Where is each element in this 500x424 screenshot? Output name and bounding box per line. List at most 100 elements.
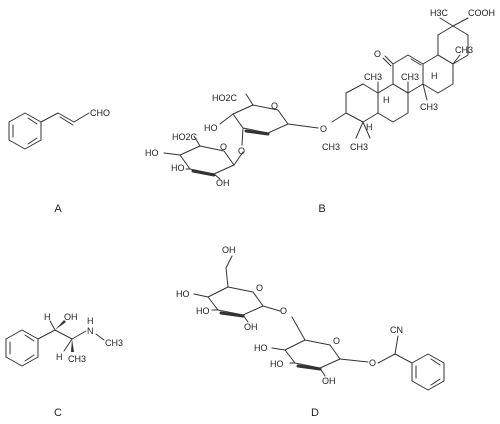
hydroxyl-bond xyxy=(271,347,286,351)
alkene-double-bond xyxy=(59,116,74,126)
chain-bond xyxy=(394,353,413,364)
ketone-bond xyxy=(384,55,394,65)
panel-label-d: D xyxy=(311,407,319,419)
nitrile-label: CN xyxy=(390,325,403,335)
aromatic-bond xyxy=(24,354,35,362)
carboxyl-bond xyxy=(245,93,254,106)
ether-oxygen-label: O xyxy=(320,124,327,134)
hydroxyl-bond xyxy=(219,113,234,125)
hydroxyl-label-3: HO xyxy=(171,163,185,173)
hydroxyl-label-2: HO xyxy=(145,148,159,158)
hydroxymethyl-bond xyxy=(225,255,233,269)
linking-oxygen-label: O xyxy=(280,306,287,316)
hydroxyl-bond xyxy=(193,293,209,298)
hydrogen-label-bottom: H xyxy=(56,352,63,362)
methyl-amine-bond xyxy=(95,333,105,341)
stereo-wedge xyxy=(71,339,74,352)
hydroxyl-label-6: OH xyxy=(322,376,336,386)
ring-oxygen-label-2: O xyxy=(333,336,340,346)
panel-a: CHO A xyxy=(8,108,110,215)
methyl-bond xyxy=(422,83,428,101)
interglycosidic-bond xyxy=(241,127,244,146)
ring-oxygen-label-1: O xyxy=(271,101,278,111)
panel-label-a: A xyxy=(54,203,62,215)
gem-methyl-label-1: CH3 xyxy=(322,142,340,152)
hydroxyl-label-5: HO xyxy=(270,359,284,369)
hydroxyl-bond xyxy=(163,152,181,156)
methylene-bond xyxy=(291,316,306,341)
ring-oxygen-label-2: O xyxy=(220,142,227,152)
alkene-bond xyxy=(57,112,75,123)
benzene-ring-c xyxy=(5,329,39,367)
aromatic-bond xyxy=(430,358,441,366)
amine-bond xyxy=(71,330,87,340)
alkene-double-bond xyxy=(410,58,422,66)
chain-bond xyxy=(377,353,396,364)
hydrogen-label-2: H xyxy=(431,71,438,81)
hydroxyl-label: OH xyxy=(64,312,78,322)
hydroxyl-label-4: HO xyxy=(254,343,268,353)
hydroxyl-bond xyxy=(319,367,326,377)
methyl-label: CH3 xyxy=(68,354,86,364)
methyl-label-4: CH3 xyxy=(420,102,438,112)
hydroxyl-bond xyxy=(242,314,249,323)
hydroxyl-label-3: OH xyxy=(244,322,258,332)
n-methyl-label: CH3 xyxy=(105,338,123,348)
chain-bond xyxy=(73,112,90,123)
chain-bond xyxy=(37,329,56,340)
hydrogen-label-1: H xyxy=(383,95,390,105)
ring-front-edge xyxy=(191,169,216,177)
ring-front-edge xyxy=(219,311,245,318)
ketone-double-bond xyxy=(382,57,392,67)
glucose-ring-1 xyxy=(207,286,264,316)
panel-label-b: B xyxy=(318,203,325,215)
glycosidic-bond xyxy=(339,358,369,363)
methyl-label-1: CH3 xyxy=(455,45,473,55)
gem-methyl-bond xyxy=(362,121,371,139)
glucuronide-ring-1 xyxy=(232,104,289,134)
hydroxyl-label-1: HO xyxy=(176,289,190,299)
glucose-ring-2 xyxy=(284,339,341,369)
aromatic-bond xyxy=(24,334,35,342)
acid-bond xyxy=(452,17,469,27)
ether-bond xyxy=(331,112,347,123)
hydrogen-bond xyxy=(63,338,73,352)
ring-front-edge xyxy=(296,364,322,371)
nitrogen-label: N xyxy=(87,326,94,336)
gem-methyl-bond xyxy=(355,121,364,139)
gem-methyl-label-2: CH3 xyxy=(350,142,368,152)
nitrile-bond xyxy=(394,335,399,355)
hydrogen-label-top: H xyxy=(44,312,51,322)
carboxyl-bond xyxy=(193,135,201,147)
aldehyde-label: CHO xyxy=(90,108,110,118)
hydroxyl-label-1: HO xyxy=(204,123,218,133)
chain-bond xyxy=(40,112,59,123)
panel-b: H3C COOH O CH3 CH3 CH3 CH3 CH3 CH3 H H H… xyxy=(145,8,495,215)
ring-d xyxy=(422,54,454,94)
hydroxyl-label-4: OH xyxy=(216,178,230,188)
panel-label-c: C xyxy=(54,407,62,419)
carboxyl-label-2: HO2C xyxy=(172,132,198,142)
aromatic-bond xyxy=(27,117,38,125)
chain-bond xyxy=(54,329,73,340)
aromatic-bond xyxy=(27,137,38,145)
acid-label: COOH xyxy=(468,8,495,18)
amine-hydrogen-label: H xyxy=(87,316,94,326)
panel-c: H OH N H CH3 H CH3 C xyxy=(5,312,123,419)
benzene-ring-a xyxy=(8,112,42,150)
hydroxymethyl-bond xyxy=(225,267,229,288)
ring-a xyxy=(345,83,379,123)
linking-oxygen-label: O xyxy=(238,146,245,156)
glycosidic-bond xyxy=(287,123,319,129)
hydrogen-label-3: H xyxy=(366,122,373,132)
aromatic-bond xyxy=(430,378,441,386)
methyl-bond xyxy=(452,54,461,65)
hydrogen-bond xyxy=(49,320,56,331)
stereo-wedge xyxy=(55,320,66,330)
hydroxymethyl-label: OH xyxy=(222,245,236,255)
hydroxyl-label-2: HO xyxy=(196,306,210,316)
oxo-label: O xyxy=(374,49,381,59)
methyl-bond xyxy=(439,17,454,27)
